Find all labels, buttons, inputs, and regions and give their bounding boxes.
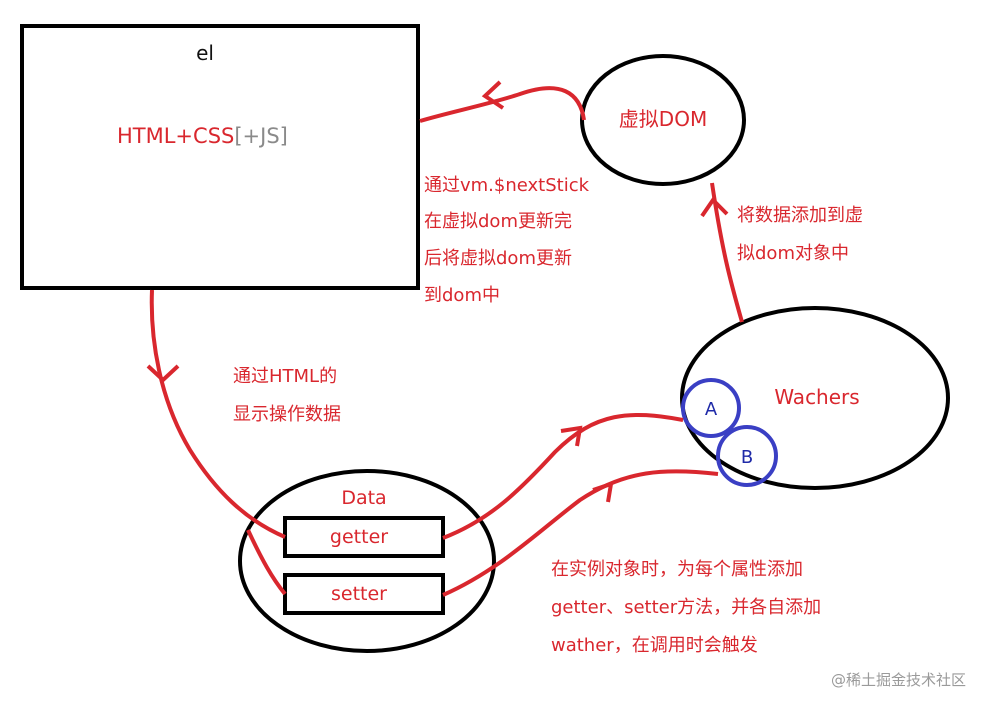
- html-display-line-1: 通过HTML的: [233, 366, 337, 387]
- instance-note-line-1: 在实例对象时，为每个属性添加: [551, 559, 803, 580]
- watcher-b-label: B: [741, 447, 753, 468]
- add-to-vdom-line-1: 将数据添加到虚: [737, 205, 863, 226]
- arrowhead-getter-to-watchers: [560, 425, 583, 447]
- next-tick-line-4: 到dom中: [424, 285, 500, 306]
- instance-note: 在实例对象时，为每个属性添加 getter、setter方法，并各自添加 wat…: [551, 559, 821, 656]
- instance-note-line-3: wather，在调用时会触发: [551, 635, 758, 656]
- el-box: [20, 24, 420, 290]
- el-title: el: [196, 41, 214, 65]
- setter-label: setter: [331, 583, 387, 605]
- arrowhead-watchers-to-vdom: [700, 196, 729, 218]
- add-to-vdom-line-2: 拟dom对象中: [737, 243, 849, 264]
- getter-label: getter: [330, 526, 388, 548]
- arrowhead-setter-to-watchers: [592, 481, 614, 503]
- watcher-b: [716, 425, 778, 487]
- next-tick-line-3: 后将虚拟dom更新: [424, 248, 572, 269]
- el-content: HTML+CSS[+JS]: [117, 124, 288, 148]
- arrowhead-el-to-data: [146, 364, 180, 383]
- watcher-a: [681, 378, 741, 438]
- watchers-label: Wachers: [774, 385, 859, 409]
- arrow-getter-to-watchers: [442, 412, 684, 540]
- watchers-node: [680, 306, 950, 490]
- next-tick-line-1: 通过vm.$nextStick: [424, 175, 590, 196]
- virtual-dom-label: 虚拟DOM: [619, 107, 707, 131]
- data-label: Data: [341, 487, 386, 509]
- instance-note-line-2: getter、setter方法，并各自添加: [551, 597, 821, 618]
- arrow-branch-to-setter: [246, 529, 287, 596]
- arrow-el-to-data: [149, 289, 286, 539]
- el-content-optional: [+JS]: [234, 124, 288, 148]
- arrow-setter-to-watchers: [442, 469, 719, 597]
- next-tick-line-2: 在虚拟dom更新完: [424, 211, 572, 232]
- html-display-note: 通过HTML的 显示操作数据: [233, 366, 341, 425]
- html-display-line-2: 显示操作数据: [233, 404, 341, 425]
- el-content-main: HTML+CSS: [117, 124, 234, 148]
- next-tick-note: 通过vm.$nextStick 在虚拟dom更新完 后将虚拟dom更新 到dom…: [424, 175, 590, 306]
- add-to-vdom-note: 将数据添加到虚 拟dom对象中: [737, 205, 863, 264]
- arrowhead-vdom-to-el: [481, 80, 505, 110]
- watcher-a-label: A: [705, 399, 718, 420]
- arrow-vdom-to-el: [419, 86, 586, 123]
- watermark: @稀土掘金技术社区: [831, 671, 966, 689]
